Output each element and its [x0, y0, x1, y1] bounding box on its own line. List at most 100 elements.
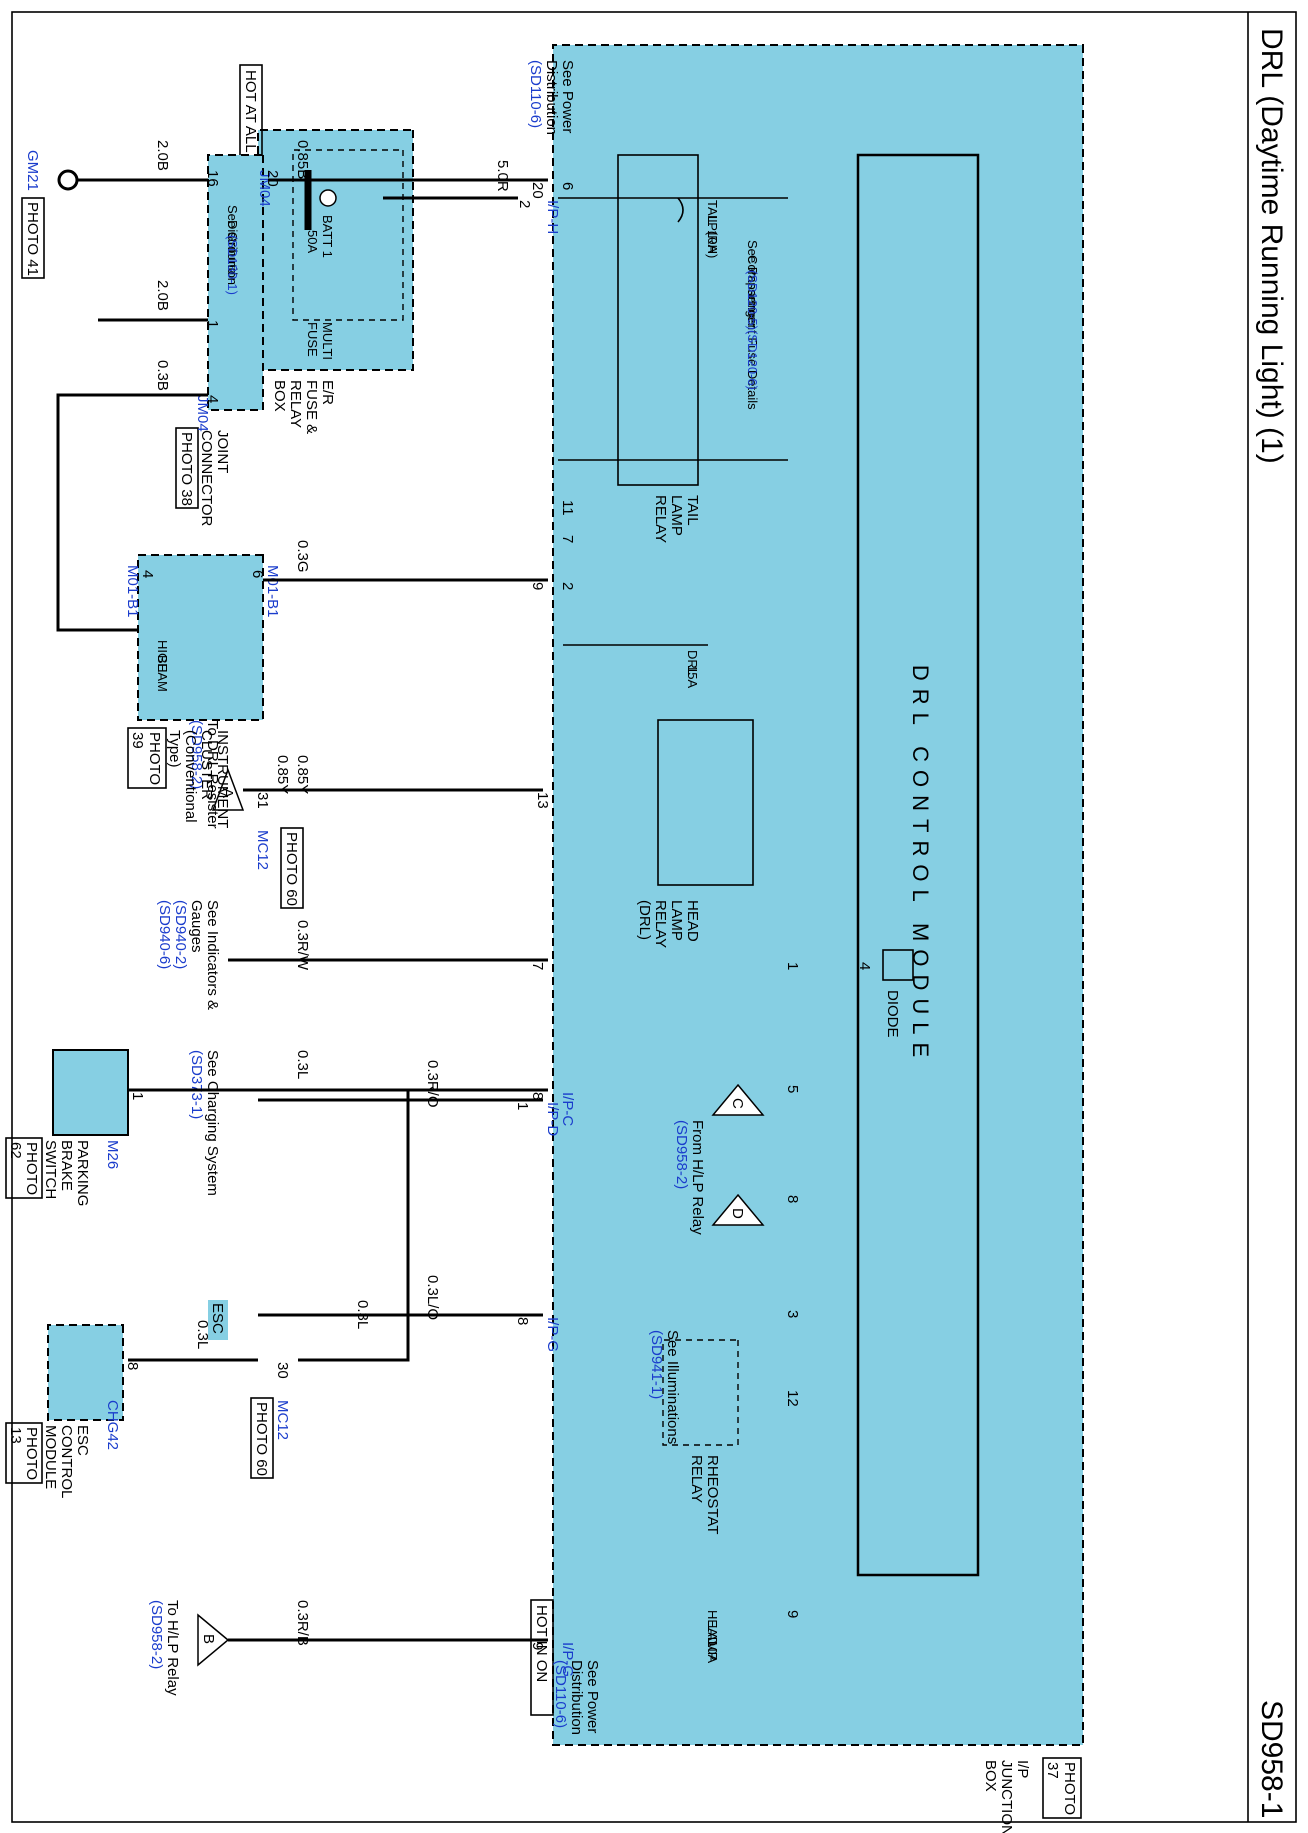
conn-m01b1-b: M01-B1	[124, 565, 141, 618]
svg-text:50A: 50A	[305, 230, 320, 253]
svg-text:HEAD: HEAD	[705, 1610, 720, 1646]
er-box-label: E/R FUSE & RELAY BOX MULTI FUSE BATT 1 5…	[271, 215, 336, 434]
wire-0.3L-b	[298, 1090, 410, 1362]
svg-text:BRAKE: BRAKE	[58, 1140, 75, 1191]
svg-text:RHEOSTAT: RHEOSTAT	[704, 1455, 721, 1534]
ref-drl-resister: To DRL Resister (SD958-2)	[188, 720, 221, 829]
svg-text:20: 20	[529, 182, 546, 199]
er-fuse-relay-box	[257, 129, 414, 371]
svg-text:PHOTO: PHOTO	[23, 1427, 40, 1480]
svg-text:From H/LP Relay: From H/LP Relay	[689, 1120, 706, 1235]
high-beam-label: HIGH	[155, 640, 170, 673]
parking-brake-switch	[52, 1049, 129, 1136]
svg-text:LAMP: LAMP	[705, 1625, 720, 1660]
connector-c-triangle	[711, 1083, 765, 1116]
svg-text:MODULE: MODULE	[42, 1425, 59, 1489]
fuse-tail-lp-rh: TAIL LP(RH) 10A	[677, 197, 720, 258]
svg-text:See Indicators &: See Indicators &	[204, 900, 221, 1010]
wire-0.3B	[56, 393, 208, 632]
svg-text:ESC: ESC	[74, 1425, 91, 1456]
fuse-drl-15a: DRL 15A	[563, 644, 708, 688]
svg-text:(SD958-2): (SD958-2)	[148, 1600, 165, 1669]
svg-text:RELAY: RELAY	[688, 1455, 705, 1503]
svg-text:0.3R/B: 0.3R/B	[294, 1600, 311, 1646]
svg-text:PHOTO: PHOTO	[23, 1142, 40, 1195]
svg-text:10A: 10A	[705, 1640, 720, 1663]
drl-control-module	[856, 153, 980, 1577]
connector-a-triangle	[211, 767, 245, 811]
ip-box-label: I/P JUNCTION BOX PHOTO 37	[982, 1757, 1082, 1833]
svg-text:1: 1	[784, 962, 801, 970]
svg-text:PHOTO 60: PHOTO 60	[283, 832, 300, 906]
svg-text:BOX: BOX	[982, 1760, 999, 1792]
ref-power-distribution-2: See Power Distribution (SD110-6)	[552, 1660, 601, 1735]
ref-passenger-fuse: See Passenger Compartment Fuse Details (…	[745, 240, 760, 410]
svg-text:RELAY: RELAY	[652, 495, 669, 543]
svg-text:0.3L/O: 0.3L/O	[424, 1275, 441, 1320]
svg-text:0.3R/W: 0.3R/W	[294, 920, 311, 971]
svg-text:4: 4	[856, 962, 873, 970]
conn-iph: I/P-H	[544, 200, 561, 234]
svg-text:1: 1	[129, 1092, 146, 1100]
esc-module-label: ESC CONTROL MODULE PHOTO 13	[5, 1422, 91, 1498]
svg-text:13: 13	[7, 1427, 24, 1444]
svg-text:7: 7	[559, 535, 576, 543]
svg-text:SWITCH: SWITCH	[42, 1140, 59, 1199]
rheostat-relay	[662, 1339, 739, 1446]
svg-text:(SD373-1): (SD373-1)	[188, 1050, 205, 1119]
conn-jm04-b: JM04	[194, 395, 211, 432]
conn-ipg-a: I/P-G	[544, 1317, 561, 1352]
svg-text:7: 7	[529, 962, 546, 970]
svg-text:(Conventional: (Conventional	[182, 730, 199, 823]
svg-text:See Illuminations: See Illuminations	[664, 1330, 681, 1444]
ref-to-hlp-relay: To H/LP Relay (SD958-2)	[148, 1600, 181, 1696]
tail-lamp-relay-label: TAIL LAMP RELAY	[652, 495, 701, 543]
svg-text:FUSE: FUSE	[305, 322, 320, 357]
esc-tag: ESC	[209, 1303, 226, 1334]
svg-text:PHOTO 41: PHOTO 41	[24, 202, 41, 276]
svg-text:Gauges: Gauges	[188, 900, 205, 953]
instrument-cluster	[137, 554, 264, 721]
svg-text:See Ground: See Ground	[225, 205, 240, 275]
instrument-cluster-label: INSTRUMENT CLUSTER (Conventional Type) P…	[127, 727, 231, 828]
connector-b-triangle	[197, 1613, 230, 1667]
ref-indicators-gauges: See Indicators & Gauges (SD940-2) (SD940…	[156, 900, 221, 1010]
svg-text:(DRL): (DRL)	[636, 900, 653, 940]
svg-text:D: D	[729, 1208, 746, 1219]
svg-text:8: 8	[514, 1317, 531, 1325]
joint-connector-label: JOINT CONNECTOR PHOTO 38	[175, 427, 231, 527]
svg-text:E/R: E/R	[319, 380, 336, 405]
joint-connector-jm04	[207, 154, 264, 411]
svg-text:RELAY: RELAY	[652, 900, 669, 948]
head-lamp-relay-label: HEAD LAMP RELAY (DRL)	[636, 900, 701, 948]
conn-mc12-b: MC12	[274, 1400, 291, 1440]
svg-text:Compartment Fuse Details: Compartment Fuse Details	[745, 255, 760, 410]
svg-text:9: 9	[784, 1610, 801, 1618]
svg-text:To H/LP Relay: To H/LP Relay	[164, 1600, 181, 1696]
svg-text:HEAD: HEAD	[684, 900, 701, 942]
svg-text:(SD940-6): (SD940-6)	[156, 900, 173, 969]
ref-power-distribution-1: See Power Distribution (SD110-6)	[527, 60, 576, 135]
svg-text:(SD110-6): (SD110-6)	[527, 60, 544, 128]
svg-text:B: B	[200, 1634, 217, 1644]
page-title: DRL (Daytime Running Light) (1)	[1255, 28, 1288, 464]
svg-text:PHOTO 38: PHOTO 38	[178, 432, 195, 506]
svg-text:39: 39	[129, 732, 146, 749]
svg-text:MULTI: MULTI	[320, 322, 335, 360]
head-lamp-relay-drl	[657, 719, 754, 886]
svg-text:8: 8	[784, 1195, 801, 1203]
svg-text:8: 8	[124, 1362, 141, 1370]
esc-control-module	[47, 1324, 124, 1421]
conn-ipc: I/P-C	[559, 1092, 576, 1126]
multi-fuse	[292, 149, 404, 321]
svg-text:INSTRUMENT: INSTRUMENT	[214, 730, 231, 828]
svg-text:JOINT: JOINT	[214, 430, 231, 473]
ground-gm21	[57, 169, 79, 191]
svg-text:BEAM: BEAM	[155, 655, 170, 692]
svg-text:2: 2	[516, 200, 533, 208]
svg-text:0.85B: 0.85B	[294, 140, 311, 179]
svg-text:3: 3	[784, 1310, 801, 1318]
svg-text:See Power: See Power	[584, 1660, 601, 1733]
page-code: SD958-1	[1255, 1700, 1288, 1818]
